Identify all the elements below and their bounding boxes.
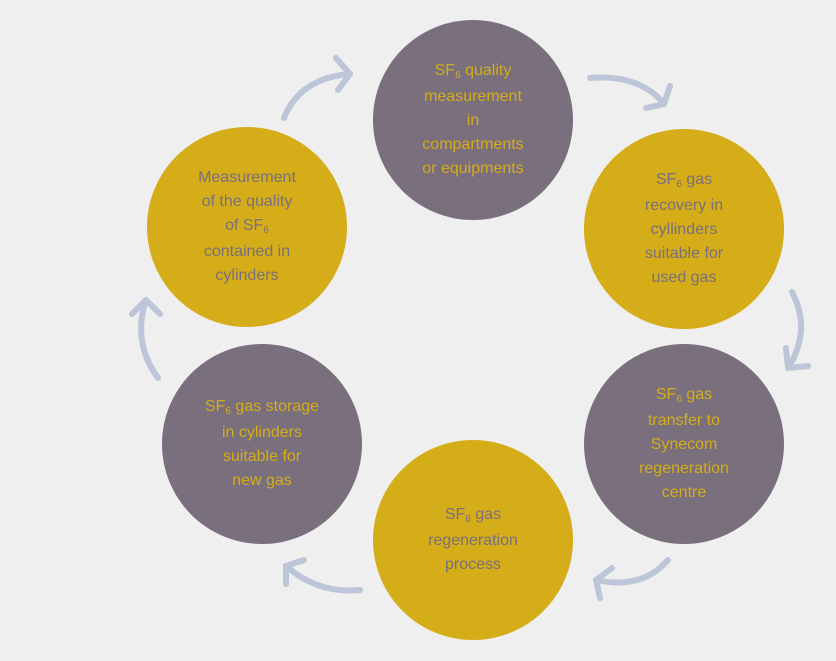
step-label-line: regeneration	[639, 457, 729, 481]
arrow-3-to-4-head	[593, 565, 615, 601]
label-text: suitable for	[222, 448, 302, 465]
step-label-line: of the quality	[198, 190, 296, 214]
subscript-text: 6	[455, 70, 461, 81]
arrow-1-to-2	[587, 74, 667, 107]
arrow-5-to-6-head	[129, 297, 163, 317]
label-text: contained in	[203, 243, 291, 260]
label-text: new gas	[232, 472, 292, 489]
label-text: in	[466, 112, 480, 129]
step-label-line: transfer to	[639, 409, 729, 433]
label-text: SF	[655, 171, 677, 188]
step-label-line: SF6 gas	[645, 168, 723, 194]
step-label-line: in cylinders	[205, 421, 319, 445]
arrow-4-to-5	[283, 563, 363, 594]
label-text: SF	[444, 506, 466, 523]
step-label: SF6 gas recovery in cyllinders suitable for…	[645, 168, 723, 290]
label-text: measurement	[424, 88, 522, 105]
subscript-text: 6	[225, 406, 231, 417]
label-text: SF	[434, 62, 456, 79]
step-label-line: cylinders	[198, 264, 296, 288]
step-label-line: SF6 quality	[422, 59, 523, 85]
step-label-line: recovery in	[645, 194, 723, 218]
step-label: SF6 gas transfer to Synecom regeneration cen…	[639, 383, 729, 505]
label-text: regeneration	[639, 460, 729, 477]
label-text: gas storage	[230, 398, 320, 415]
label-text: quality	[460, 62, 512, 79]
step-label-line: in	[422, 109, 523, 133]
subscript-text: 6	[676, 179, 682, 190]
step-label-line: of SF6	[198, 214, 296, 240]
label-text: recovery in	[644, 197, 724, 214]
step-label-line: SF6 gas	[428, 503, 518, 529]
label-text: cylinders	[215, 267, 279, 284]
arrow-6-to-1-head	[333, 55, 353, 93]
step-label-line: suitable for	[645, 242, 723, 266]
arrow-1-to-2-head	[643, 83, 673, 111]
step-sf6-gas-regeneration: SF6 gas regeneration process	[373, 440, 573, 640]
step-label-line: SF6 gas storage	[205, 395, 319, 421]
label-text: in cylinders	[221, 424, 302, 441]
step-label-line: or equipments	[422, 157, 523, 181]
step-label-line: regeneration	[428, 529, 518, 553]
label-text: compartments	[422, 136, 524, 153]
step-cylinder-quality-measurement: Measurement of the quality of SF6 contained…	[147, 127, 347, 327]
label-text: or equipments	[422, 160, 524, 177]
step-label-line: centre	[639, 481, 729, 505]
step-label-line: compartments	[422, 133, 523, 157]
label-text: suitable for	[644, 245, 724, 262]
step-label-line: cyllinders	[645, 218, 723, 242]
arrow-6-to-1	[281, 71, 353, 121]
label-text: gas	[681, 386, 713, 403]
step-label-line: used gas	[645, 266, 723, 290]
arrow-4-to-5-head	[283, 557, 307, 587]
step-label: Measurement of the quality of SF6 contained…	[198, 166, 296, 288]
step-label: SF6 quality measurement in compartments or e…	[422, 59, 523, 181]
step-label-line: Synecom	[639, 433, 729, 457]
label-text: gas	[681, 171, 713, 188]
step-label-line: contained in	[198, 240, 296, 264]
arrow-3-to-4	[593, 557, 671, 586]
subscript-text: 6	[465, 514, 471, 525]
label-text: regeneration	[428, 532, 518, 549]
label-text: Measurement	[198, 169, 296, 186]
subscript-text: 6	[263, 225, 269, 236]
step-label-line: process	[428, 553, 518, 577]
label-text: used gas	[651, 269, 717, 286]
step-label-line: SF6 gas	[639, 383, 729, 409]
step-sf6-gas-transfer: SF6 gas transfer to Synecom regeneration cen…	[584, 344, 784, 544]
arrow-2-to-3-head	[783, 345, 811, 371]
label-text: process	[444, 556, 502, 573]
label-text: of the quality	[201, 193, 293, 210]
label-text: of SF	[225, 217, 264, 234]
label-text: Synecom	[650, 436, 718, 453]
step-label: SF6 gas storage in cylinders suitable for n…	[205, 395, 319, 493]
step-label-line: measurement	[422, 85, 523, 109]
label-text: centre	[661, 484, 707, 501]
arrow-5-to-6	[138, 297, 161, 381]
label-text: cyllinders	[650, 221, 718, 238]
label-text: SF	[655, 386, 677, 403]
step-sf6-quality-measurement-compartments: SF6 quality measurement in compartments or e…	[373, 20, 573, 220]
subscript-text: 6	[676, 394, 682, 405]
arrow-2-to-3	[785, 289, 804, 371]
step-label-line: Measurement	[198, 166, 296, 190]
step-label-line: suitable for	[205, 445, 319, 469]
step-sf6-gas-recovery: SF6 gas recovery in cyllinders suitable for…	[584, 129, 784, 329]
label-text: transfer to	[647, 412, 721, 429]
label-text: SF	[204, 398, 226, 415]
step-sf6-gas-storage: SF6 gas storage in cylinders suitable for n…	[162, 344, 362, 544]
step-label: SF6 gas regeneration process	[428, 503, 518, 577]
label-text: gas	[470, 506, 502, 523]
step-label-line: new gas	[205, 469, 319, 493]
